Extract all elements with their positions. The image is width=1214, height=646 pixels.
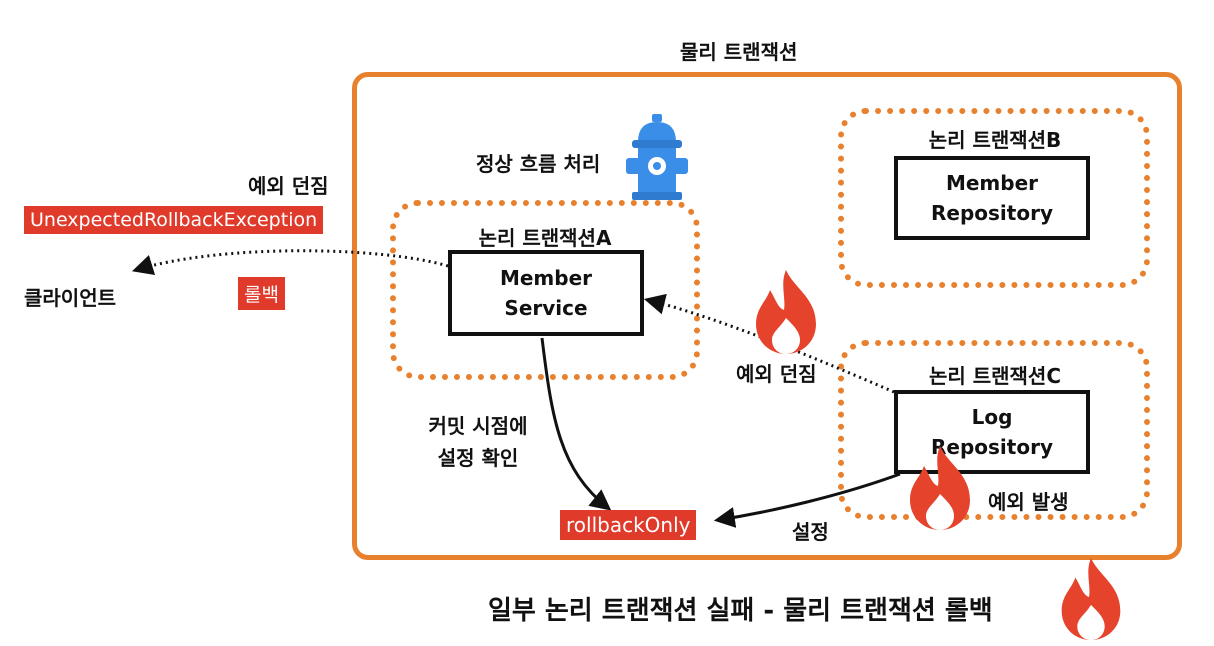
- fire-icon: [1061, 557, 1121, 641]
- check-at-commit-label: 커밋 시점에 설정 확인: [428, 414, 528, 470]
- exception-throw-left-label: 예외 던짐: [248, 174, 329, 198]
- arrow-service-to-rollbackonly: [540, 337, 612, 511]
- fire-icon: [910, 446, 970, 530]
- member-service-label: Member Service: [499, 266, 593, 320]
- fire-icon: [756, 270, 816, 354]
- logical-transaction-c-label: 논리 트랜잭션C: [928, 364, 1062, 388]
- exception-throw-middle-label: 예외 던짐: [736, 362, 817, 386]
- log-repository-box: Log Repository: [894, 390, 1090, 474]
- rollback-only-tag: rollbackOnly: [560, 510, 697, 540]
- exception-occurred-label: 예외 발생: [988, 490, 1069, 514]
- logical-transaction-b-box: [838, 108, 1150, 288]
- member-service-box: Member Service: [448, 250, 644, 336]
- client-label: 클라이언트: [24, 286, 116, 310]
- logical-transaction-a-label: 논리 트랜잭션A: [478, 226, 612, 250]
- logical-transaction-a-box: [390, 200, 700, 380]
- log-repository-label: Log Repository: [931, 405, 1053, 459]
- physical-transaction-title: 물리 트랜잭션: [680, 40, 798, 64]
- normal-flow-label: 정상 흐름 처리: [476, 152, 601, 176]
- unexpected-rollback-exception-tag: UnexpectedRollbackException: [24, 206, 324, 234]
- logical-transaction-b-label: 논리 트랜잭션B: [928, 128, 1062, 152]
- member-repository-box: Member Repository: [894, 156, 1090, 240]
- arrow-log-to-rollbackonly: [713, 472, 901, 528]
- member-repository-label: Member Repository: [931, 171, 1053, 225]
- fire-hydrant-icon: [626, 114, 688, 200]
- set-label: 설정: [792, 520, 829, 544]
- physical-transaction-box: [352, 72, 1182, 560]
- logical-transaction-c-box: [838, 340, 1150, 520]
- rollback-tag: 롤백: [238, 277, 285, 310]
- arrow-service-to-client: [131, 249, 449, 276]
- bottom-caption: 일부 논리 트랜잭션 실패 - 물리 트랜잭션 롤백: [488, 596, 993, 626]
